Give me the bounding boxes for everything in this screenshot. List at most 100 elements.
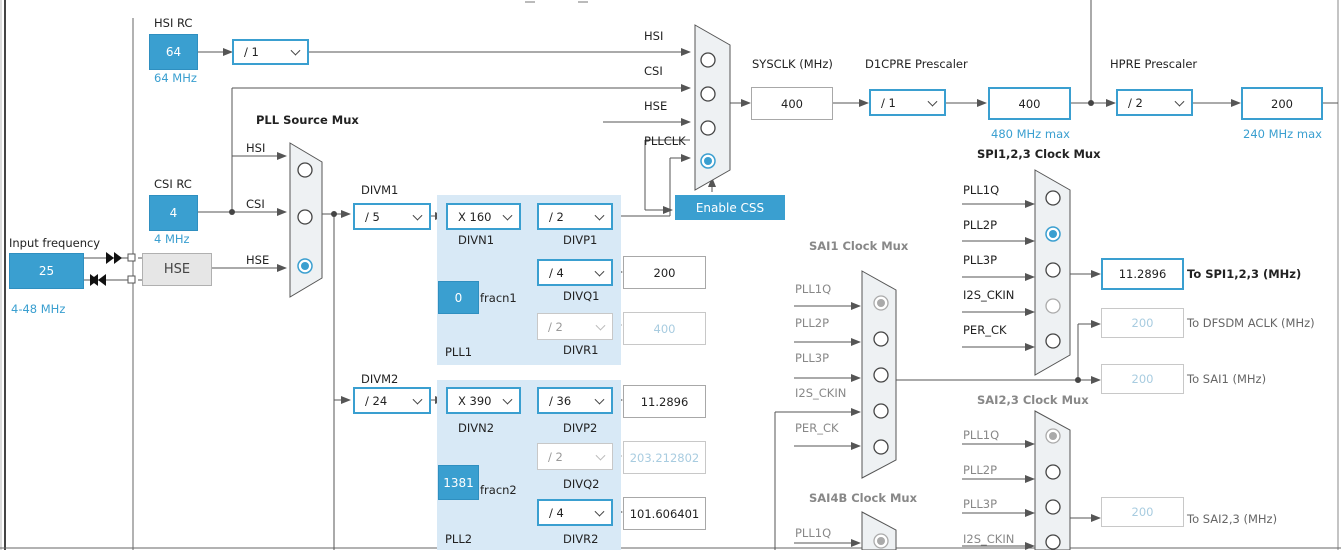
divm2-label: DIVM2 <box>361 372 399 386</box>
spi-output-value[interactable]: 11.2896 <box>1101 258 1184 290</box>
input-frequency-value[interactable]: 25 <box>9 253 84 289</box>
divn1-select[interactable]: X 160 <box>446 203 521 230</box>
sai1-output-value[interactable]: 200 <box>1101 364 1184 394</box>
divq2-output[interactable]: 203.212802 <box>623 441 706 474</box>
divn2-value: X 390 <box>458 393 492 408</box>
divr1-value: / 2 <box>548 319 563 334</box>
spi-mux-input-pll2p: PLL2P <box>963 218 998 232</box>
divr2-select[interactable]: / 4 <box>537 499 613 526</box>
pll-mux-csi-label: CSI <box>246 197 265 211</box>
hsi-value[interactable]: 64 <box>149 34 198 70</box>
sai1-mux-input-pll3p: PLL3P <box>795 351 830 365</box>
divm2-select[interactable]: / 24 <box>353 387 431 414</box>
divn1-label: DIVN1 <box>458 233 495 247</box>
divm1-select[interactable]: / 5 <box>353 203 431 230</box>
enable-css-button[interactable]: Enable CSS <box>675 195 785 220</box>
sys-mux-hsi-label: HSI <box>644 29 664 43</box>
divr2-output[interactable]: 101.606401 <box>623 497 706 530</box>
pll1-name: PLL1 <box>445 345 473 359</box>
fracn2-label: fracn2 <box>480 483 517 497</box>
divn2-select[interactable]: X 390 <box>446 387 521 414</box>
sai23-output-value[interactable]: 200 <box>1101 497 1184 527</box>
chevron-down-icon <box>412 210 423 221</box>
sai23-mux-input-pll1q: PLL1Q <box>963 428 1000 442</box>
divp2-output[interactable]: 11.2896 <box>623 385 706 418</box>
divp1-select[interactable]: / 2 <box>537 203 613 230</box>
divq1-select[interactable]: / 4 <box>537 259 613 286</box>
divq2-label: DIVQ2 <box>563 477 600 491</box>
sai1-mux-input-pll2p: PLL2P <box>795 316 830 330</box>
sai23-mux-input-i2s-ckin: I2S_CKIN <box>963 532 1015 546</box>
dfsdm-output-label: To DFSDM ACLK (MHz) <box>1187 316 1315 330</box>
spi-mux-input-pll1q: PLL1Q <box>963 183 1000 197</box>
sys-mux-hse-label: HSE <box>644 99 668 113</box>
pll-source-mux-title: PLL Source Mux <box>256 113 359 127</box>
chevron-down-icon <box>927 96 938 107</box>
hsi-frequency: 64 MHz <box>154 71 197 85</box>
divp1-value: / 2 <box>549 209 564 224</box>
divp2-label: DIVP2 <box>563 421 598 435</box>
input-frequency-range: 4-48 MHz <box>11 302 66 316</box>
hpre-max: 240 MHz max <box>1243 127 1322 141</box>
sysclk-title: SYSCLK (MHz) <box>752 57 833 71</box>
chevron-down-icon <box>502 394 513 405</box>
sai23-mux-input-pll2p: PLL2P <box>963 463 998 477</box>
d1cpre-select[interactable]: / 1 <box>869 89 946 116</box>
divn1-value: X 160 <box>458 209 492 224</box>
spi-mux-input-i2s-ckin: I2S_CKIN <box>963 288 1015 302</box>
pll-mux-hse-label: HSE <box>246 253 270 267</box>
sai1-mux-title: SAI1 Clock Mux <box>809 239 909 253</box>
divp2-select[interactable]: / 36 <box>537 387 613 414</box>
divm1-label: DIVM1 <box>361 183 399 197</box>
sai23-output-label: To SAI2,3 (MHz) <box>1187 512 1278 526</box>
sai23-mux-title: SAI2,3 Clock Mux <box>977 393 1089 407</box>
divr2-value: / 4 <box>549 505 564 520</box>
d1cpre-max: 480 MHz max <box>991 127 1070 141</box>
chevron-down-icon <box>595 320 606 331</box>
hpre-select[interactable]: / 2 <box>1116 89 1193 116</box>
divq1-output[interactable]: 200 <box>623 256 706 289</box>
hsi-divider-select[interactable]: / 1 <box>232 39 309 65</box>
chevron-down-icon <box>290 45 301 56</box>
d1cpre-title: D1CPRE Prescaler <box>865 57 968 71</box>
spi-mux-input-per-ck: PER_CK <box>963 323 1007 337</box>
spi-mux-title: SPI1,2,3 Clock Mux <box>977 147 1101 161</box>
divm2-value: / 24 <box>365 393 388 408</box>
d1cpre-output-value[interactable]: 400 <box>988 87 1071 120</box>
hpre-title: HPRE Prescaler <box>1110 57 1198 71</box>
divr1-select[interactable]: / 2 <box>537 313 613 340</box>
sysclk-value[interactable]: 400 <box>751 87 833 120</box>
sys-mux-pllclk-label: PLLCLK <box>644 134 686 148</box>
sai1-mux-input-per-ck: PER_CK <box>795 421 839 435</box>
csi-frequency: 4 MHz <box>154 232 190 246</box>
divq2-select[interactable]: / 2 <box>537 443 613 470</box>
divr1-output[interactable]: 400 <box>623 312 706 345</box>
sai4b-mux-title: SAI4B Clock Mux <box>809 491 918 505</box>
hpre-output-value[interactable]: 200 <box>1241 87 1323 120</box>
fracn1-value[interactable]: 0 <box>438 281 479 314</box>
dfsdm-output-value[interactable]: 200 <box>1101 308 1184 338</box>
divp2-value: / 36 <box>549 393 572 408</box>
chevron-down-icon <box>1174 96 1185 107</box>
divq1-label: DIVQ1 <box>563 289 600 303</box>
divq1-value: / 4 <box>549 265 564 280</box>
sys-mux-csi-label: CSI <box>644 64 663 78</box>
hpre-divider-value: / 2 <box>1128 95 1143 110</box>
csi-value[interactable]: 4 <box>149 195 198 231</box>
fracn2-value[interactable]: 1381 <box>438 465 479 500</box>
chevron-down-icon <box>502 210 513 221</box>
divq2-value: / 2 <box>548 449 563 464</box>
chevron-down-icon <box>594 266 605 277</box>
chevron-down-icon <box>594 394 605 405</box>
hse-block[interactable]: HSE <box>142 253 212 286</box>
sai1-mux-input-pll1q: PLL1Q <box>795 282 832 296</box>
chevron-down-icon <box>595 450 606 461</box>
pll-mux-hsi-label: HSI <box>246 141 266 155</box>
hsi-divider-value: / 1 <box>244 45 259 59</box>
chevron-down-icon <box>412 394 423 405</box>
divr2-label: DIVR2 <box>563 532 599 546</box>
chevron-down-icon <box>594 210 605 221</box>
csi-title: CSI RC <box>154 177 192 191</box>
